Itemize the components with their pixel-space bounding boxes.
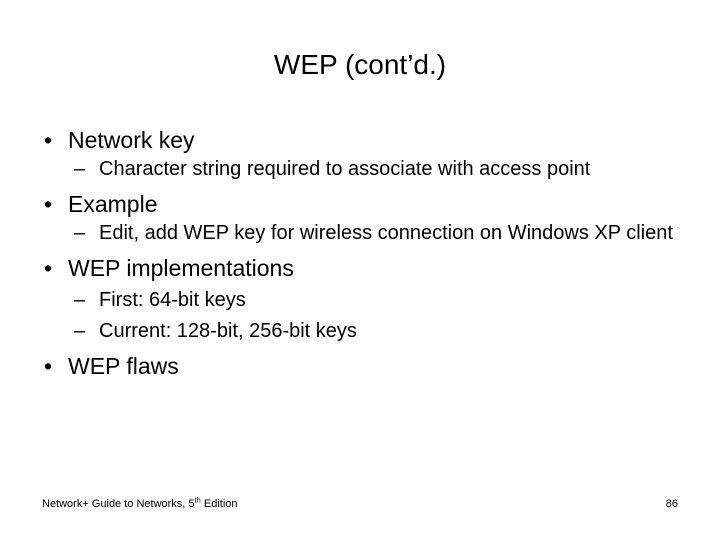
bullet-level1-label: WEP flaws [68, 353, 179, 379]
bullet-level1: • WEP implementations [36, 254, 684, 283]
bullet-level2: – Character string required to associate… [36, 155, 684, 183]
bullet-level2-label: Character string required to associate w… [99, 158, 591, 180]
bullet-level2-label: Edit, add WEP key for wireless connectio… [99, 222, 673, 244]
bullet-level1: • Network key [36, 126, 684, 155]
bullet-group: • Network key – Character string require… [36, 126, 684, 183]
bullet-dash-icon: – [74, 320, 86, 342]
bullet-dot-icon: • [44, 191, 53, 217]
page-number: 86 [665, 498, 678, 510]
footer-source-suffix: Edition [200, 498, 238, 510]
footer-source-ordinal: th [194, 495, 201, 505]
bullet-level1-label: Network key [68, 127, 195, 153]
bullet-list: • Network key – Character string require… [36, 126, 684, 381]
bullet-dot-icon: • [44, 353, 53, 379]
bullet-dash-icon: – [74, 289, 86, 311]
footer-source: Network+ Guide to Networks, 5th Edition [42, 495, 238, 511]
bullet-group: • WEP implementations – First: 64-bit ke… [36, 254, 684, 345]
bullet-level2-label: First: 64-bit keys [99, 289, 246, 311]
bullet-level2: – Current: 128-bit, 256-bit keys [36, 317, 684, 345]
bullet-level1: • WEP flaws [36, 352, 684, 381]
bullet-group: • WEP flaws [36, 352, 684, 381]
bullet-level2: – First: 64-bit keys [36, 286, 684, 314]
page-title: WEP (cont’d.) [273, 49, 447, 80]
bullet-group: • Example – Edit, add WEP key for wirele… [36, 190, 684, 247]
sub-bullet-list: – Edit, add WEP key for wireless connect… [36, 219, 684, 247]
bullet-level2: – Edit, add WEP key for wireless connect… [36, 219, 684, 247]
sub-bullet-list: – First: 64-bit keys – Current: 128-bit,… [36, 286, 684, 345]
bullet-dot-icon: • [44, 255, 53, 281]
sub-bullet-list: – Character string required to associate… [36, 155, 684, 183]
slide-body: • Network key – Character string require… [36, 126, 684, 466]
footer-source-prefix: Network+ Guide to Networks, 5 [42, 498, 195, 510]
bullet-dash-icon: – [74, 158, 86, 180]
bullet-level1-label: WEP implementations [68, 255, 294, 281]
bullet-dot-icon: • [44, 127, 53, 153]
bullet-level2-label: Current: 128-bit, 256-bit keys [99, 320, 357, 342]
bullet-level1-label: Example [68, 191, 158, 217]
bullet-level1: • Example [36, 190, 684, 219]
bullet-dash-icon: – [74, 222, 86, 244]
